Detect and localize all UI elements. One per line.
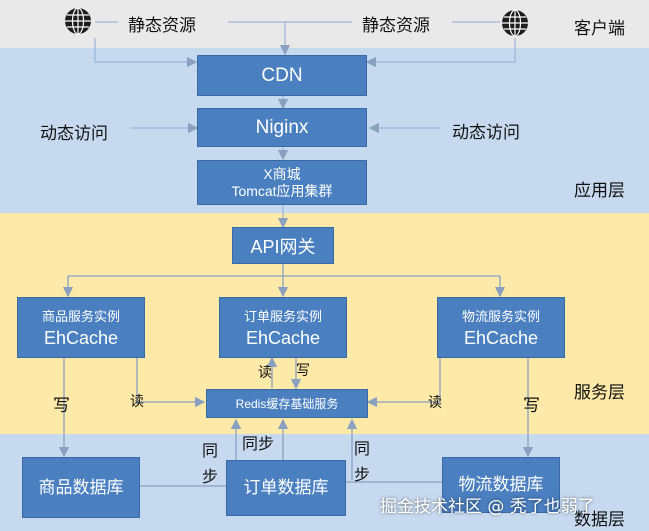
globe-icon [502, 9, 528, 37]
read-label-order: 读 [258, 365, 272, 381]
dynamic-access-right-label: 动态访问 [452, 123, 520, 143]
layer-label-service: 服务层 [574, 383, 625, 403]
order-service-name: 订单服务实例 [243, 308, 322, 324]
nginx-label: Niginx [255, 116, 309, 138]
layer-label-data: 数据层 [574, 510, 625, 530]
nginx-box: Niginx [197, 108, 367, 147]
goods-database-label: 商品数据库 [38, 477, 124, 497]
watermark: 掘金技术社区 @ 秃了也弱了 [380, 497, 595, 517]
globe-icon [65, 7, 91, 35]
order-database-label: 订单数据库 [243, 478, 329, 497]
redis-cache-label: Redis缓存基础服务 [235, 397, 339, 411]
write-label-logistics: 写 [523, 396, 540, 416]
cdn-label: CDN [261, 64, 303, 86]
layer-label-client: 客户端 [574, 19, 625, 39]
api-gateway-box: API网关 [232, 227, 334, 264]
order-service-cache: EhCache [245, 327, 321, 348]
logistics-service-box: 物流服务实例 EhCache [437, 297, 565, 358]
logistics-service-cache: EhCache [463, 327, 539, 348]
logistics-database-label: 物流数据库 [458, 475, 544, 494]
write-label-order: 写 [296, 363, 310, 379]
logistics-service-name: 物流服务实例 [461, 308, 540, 324]
cluster-name-label: X商城 [263, 165, 301, 182]
cluster-type-label: Tomcat应用集群 [231, 182, 333, 199]
order-service-box: 订单服务实例 EhCache [219, 297, 347, 358]
sync-label-right: 同步 [354, 439, 371, 484]
api-gateway-label: API网关 [250, 236, 316, 257]
write-label-goods: 写 [53, 396, 70, 416]
layer-label-app: 应用层 [574, 181, 625, 201]
goods-service-box: 商品服务实例 EhCache [17, 297, 145, 358]
read-label-logistics: 读 [428, 395, 442, 411]
static-resource-right-label: 静态资源 [362, 16, 430, 36]
goods-service-cache: EhCache [43, 327, 119, 348]
client-band [0, 0, 649, 48]
read-label-goods: 读 [130, 394, 144, 410]
tomcat-cluster-box: X商城 Tomcat应用集群 [197, 160, 367, 205]
cdn-box: CDN [197, 55, 367, 96]
redis-cache-box: Redis缓存基础服务 [206, 389, 368, 418]
goods-database-box: 商品数据库 [22, 457, 140, 518]
sync-label-mid: 同步 [242, 434, 275, 453]
goods-service-name: 商品服务实例 [41, 308, 120, 324]
sync-label-left: 同步 [202, 441, 219, 486]
static-resource-left-label: 静态资源 [128, 16, 196, 36]
dynamic-access-left-label: 动态访问 [40, 124, 108, 144]
logistics-database-box: 物流数据库 [442, 457, 560, 513]
order-database-box: 订单数据库 [226, 460, 346, 516]
